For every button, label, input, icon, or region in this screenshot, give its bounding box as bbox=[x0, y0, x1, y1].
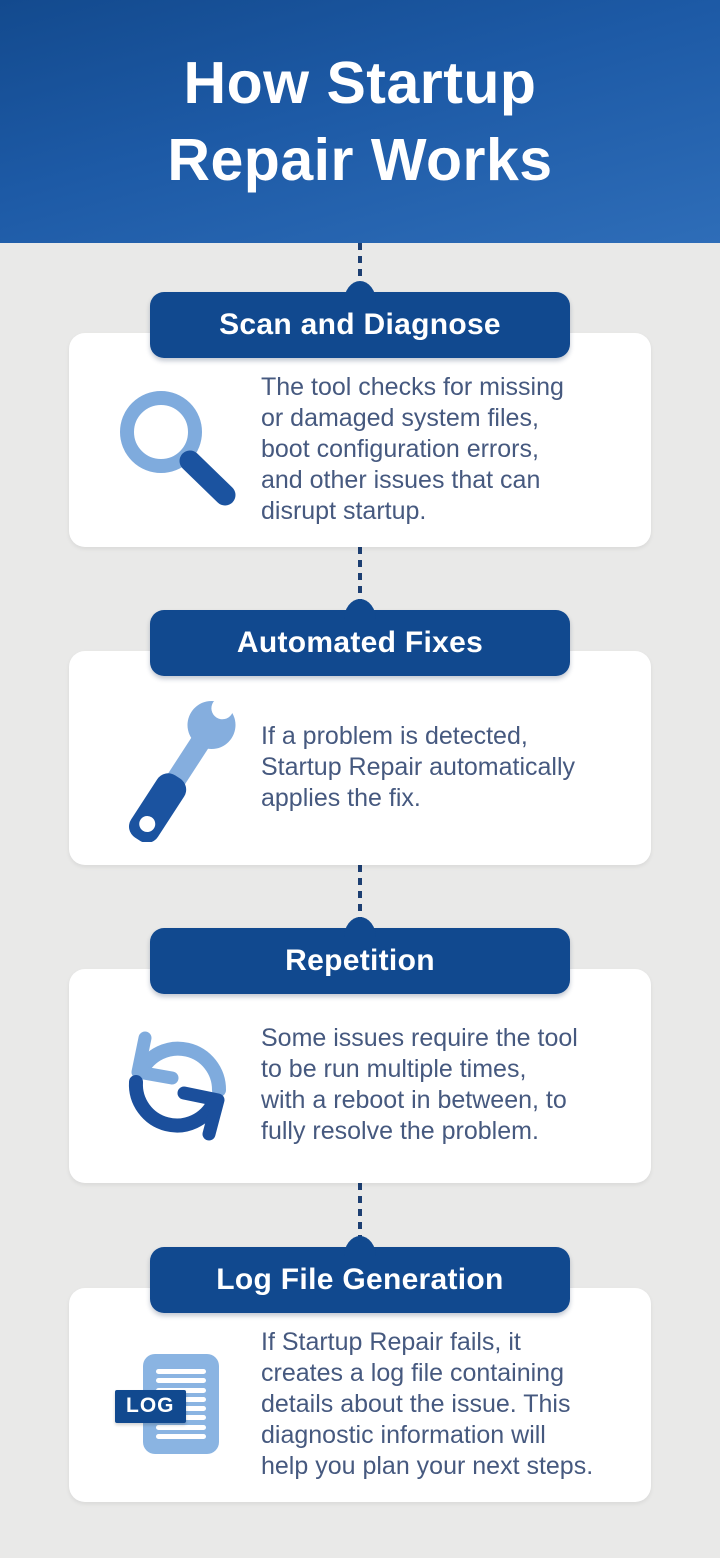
step-title-pill: Automated Fixes bbox=[150, 610, 570, 676]
step-card: LOG If Startup Repair fails, it creates … bbox=[69, 1288, 651, 1502]
step-description: Some issues require the tool to be run m… bbox=[261, 1024, 578, 1145]
step-title-pill: Log File Generation bbox=[150, 1247, 570, 1313]
step-repetition: Repetition Some issues require the tool … bbox=[0, 865, 720, 1183]
step-log-file-generation: Log File Generation LOG bbox=[0, 1183, 720, 1502]
step-card: If a problem is detected, Startup Repair… bbox=[69, 651, 651, 865]
flow-connector bbox=[358, 243, 362, 292]
step-card: Some issues require the tool to be run m… bbox=[69, 969, 651, 1183]
step-description: If a problem is detected, Startup Repair… bbox=[261, 721, 576, 812]
repeat-arrows-icon bbox=[103, 1010, 253, 1160]
flow-connector bbox=[358, 1183, 362, 1247]
log-file-icon: LOG bbox=[103, 1329, 253, 1479]
log-badge: LOG bbox=[115, 1390, 186, 1423]
header-band: How Startup Repair Works bbox=[0, 0, 720, 243]
step-title-pill: Scan and Diagnose bbox=[150, 292, 570, 358]
flow-connector bbox=[358, 865, 362, 928]
step-description: The tool checks for missing or damaged s… bbox=[261, 372, 564, 525]
step-automated-fixes: Automated Fixes If a problem is detected… bbox=[0, 547, 720, 865]
step-title: Automated Fixes bbox=[236, 626, 484, 659]
step-title: Log File Generation bbox=[216, 1263, 504, 1296]
step-scan-and-diagnose: Scan and Diagnose The tool checks for mi… bbox=[0, 243, 720, 547]
magnifier-icon bbox=[103, 374, 253, 524]
step-title-pill: Repetition bbox=[150, 928, 570, 994]
step-title: Scan and Diagnose bbox=[219, 308, 501, 341]
step-card: The tool checks for missing or damaged s… bbox=[69, 333, 651, 547]
flow-connector bbox=[358, 547, 362, 610]
step-title: Repetition bbox=[285, 944, 435, 977]
step-description: If Startup Repair fails, it creates a lo… bbox=[261, 1327, 594, 1480]
document-shape: LOG bbox=[115, 1354, 219, 1454]
page-title: How Startup Repair Works bbox=[167, 49, 553, 193]
wrench-icon bbox=[103, 692, 253, 842]
